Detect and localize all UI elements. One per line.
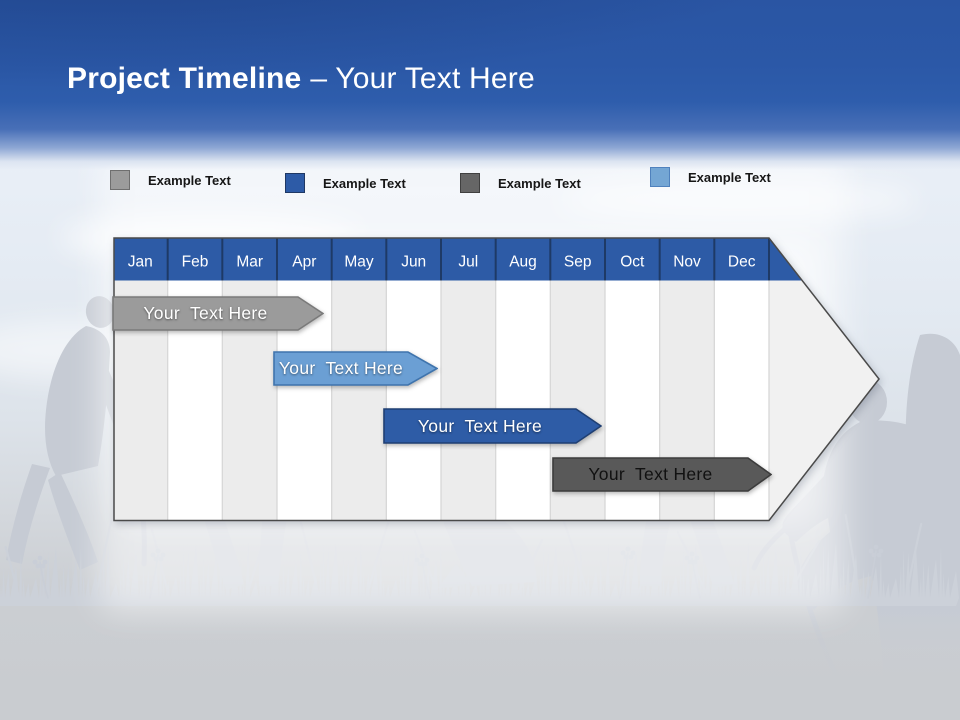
bottom-fade bbox=[0, 606, 960, 720]
bar-polygon bbox=[273, 351, 438, 386]
bar-arrow-shape bbox=[552, 457, 772, 492]
month-label: Jun bbox=[401, 254, 426, 271]
bar-polygon bbox=[112, 296, 324, 331]
gantt-bar-4: Your Text Here bbox=[552, 457, 772, 492]
legend-label: Example Text bbox=[688, 169, 771, 185]
legend-label: Example Text bbox=[498, 175, 581, 191]
gantt-bar-label: Your Text Here bbox=[278, 358, 404, 378]
bar-arrow-shape bbox=[383, 408, 602, 444]
legend-item-4: Example Text bbox=[650, 166, 771, 188]
gantt-bar-3: Your Text Here bbox=[383, 408, 602, 444]
column-grid-lines bbox=[167, 280, 770, 521]
legend-item-3: Example Text bbox=[460, 172, 581, 194]
bar-arrow-shape bbox=[112, 296, 324, 331]
title-suffix: – Your Text Here bbox=[310, 62, 535, 95]
timeline-arrow-outline bbox=[113, 237, 880, 522]
gantt-bar-2: Your Text Here bbox=[273, 351, 438, 386]
timeline-header-band bbox=[114, 238, 802, 281]
gantt-bar-label: Your Text Here bbox=[588, 464, 713, 484]
month-label: Oct bbox=[620, 254, 645, 271]
title-main: Project Timeline bbox=[67, 62, 302, 95]
month-label: Mar bbox=[236, 254, 263, 271]
legend-label: Example Text bbox=[148, 172, 231, 188]
legend-swatch bbox=[285, 173, 305, 193]
legend-swatch bbox=[110, 170, 130, 190]
gantt-bar-label: Your Text Here bbox=[143, 303, 268, 323]
bar-polygon bbox=[552, 457, 772, 492]
page-title: Project Timeline– Your Text Here bbox=[67, 60, 535, 100]
month-label: Sep bbox=[564, 254, 592, 271]
month-label: Aug bbox=[509, 254, 537, 271]
legend-item-1: Example Text bbox=[110, 169, 231, 191]
legend-item-2: Example Text bbox=[285, 172, 406, 194]
bar-arrow-shape bbox=[273, 351, 438, 386]
month-label: Nov bbox=[673, 254, 701, 271]
header-dividers bbox=[166, 238, 770, 281]
header-shade bbox=[0, 0, 960, 170]
month-label: May bbox=[344, 254, 374, 271]
header-band bbox=[0, 0, 960, 170]
month-label: Jan bbox=[128, 254, 153, 271]
bar-polygon bbox=[383, 408, 602, 444]
month-label: Apr bbox=[292, 254, 316, 271]
legend-label: Example Text bbox=[323, 175, 406, 191]
gantt-bar-label: Your Text Here bbox=[417, 415, 543, 436]
gantt-bar-1: Your Text Here bbox=[112, 296, 324, 331]
legend-swatch bbox=[460, 173, 480, 193]
legend-swatch bbox=[650, 167, 670, 187]
month-label: Jul bbox=[458, 254, 478, 271]
month-label: Dec bbox=[728, 254, 756, 271]
month-labels: Jan Feb Mar Apr May Jun Jul Aug Sep Oct … bbox=[128, 254, 756, 271]
month-label: Feb bbox=[182, 254, 209, 271]
